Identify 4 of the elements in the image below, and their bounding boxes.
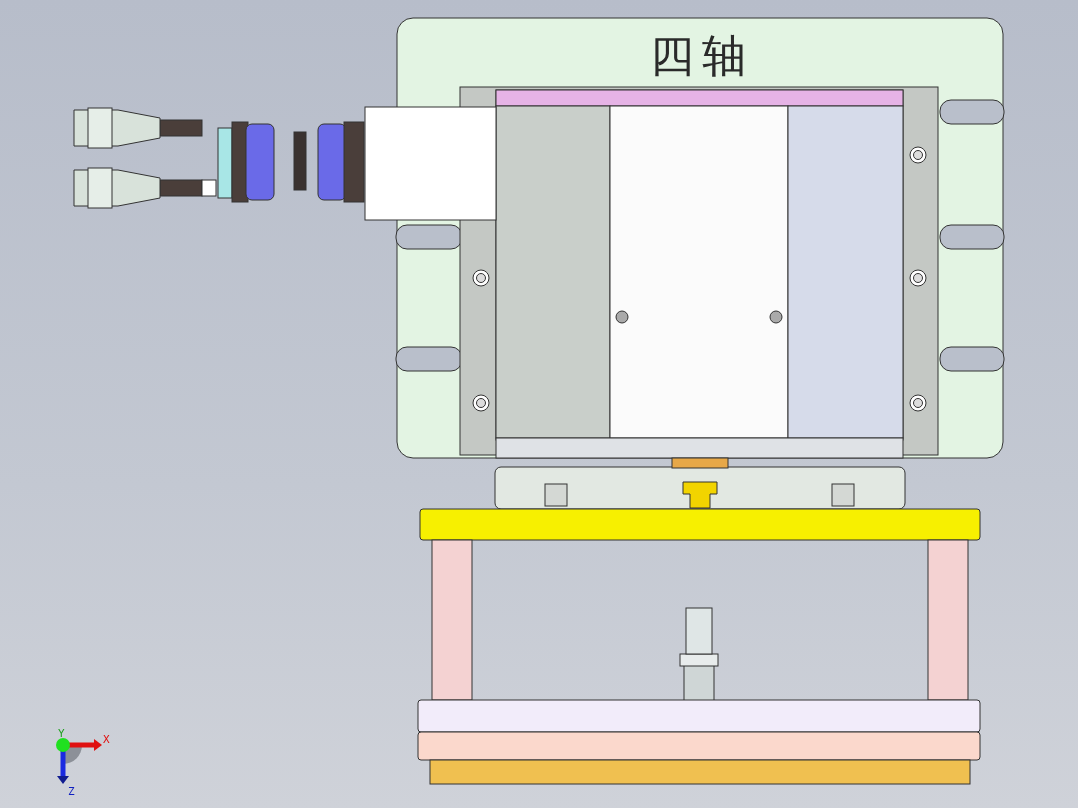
axis-label: X (103, 734, 110, 745)
axis-label: Z (68, 786, 75, 797)
engraved-text: 四轴 (650, 34, 754, 78)
axis-label: Y (58, 728, 65, 739)
